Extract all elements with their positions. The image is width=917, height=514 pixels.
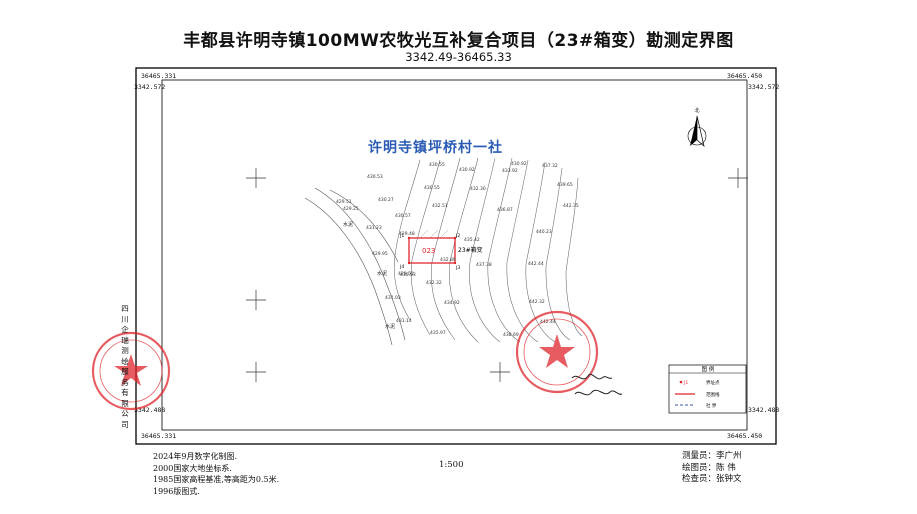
elevation-14: 437.32 [542,163,558,169]
elevation-13: 433.92 [502,168,518,174]
elevation-33: 442.44 [540,319,556,325]
coord-top-left-y: 3342.572 [134,83,166,91]
legend-item-range: 范围线 [706,391,720,398]
coord-bottom-left-y: 3342.488 [134,406,166,414]
company-stamp-icon [91,331,171,411]
elevation-17: 442.35 [563,203,579,209]
elevation-20: 432.89 [440,257,456,263]
elevation-24: 429.53 [398,271,414,277]
map-sheet-number: 3342.49-36465.33 [405,50,512,64]
corner-label-j2: J2 [455,233,460,239]
elevation-30: 431.14 [396,318,412,324]
coord-bottom-right-x: 36465.450 [727,432,763,440]
parcel-corners [407,236,457,265]
terrain-label-3: 水泥 [385,323,395,330]
contour-lines [394,157,583,343]
coord-bottom-right-y: 3342.488 [748,406,780,414]
inner-frame [161,79,748,431]
north-label: 北 [694,107,699,114]
credit-label: 测量员： [682,451,717,461]
elevation-18: 435.42 [464,237,480,243]
terrain-label-1: 水泥 [343,221,353,228]
elevation-3: 429.25 [343,206,359,212]
map-notes: 2024年9月数字化制图. 2000国家大地坐标系. 1985国家高程基准,等高… [153,451,279,497]
legend-item-boundary: 社 界 [706,402,717,409]
elevation-23: 429.95 [372,251,388,257]
elevation-4: 430.27 [378,197,394,203]
note-line: 1985国家高程基准,等高距为0.5米. [153,475,280,484]
corner-label-j4: J4 [399,264,404,270]
credit-value: 李广州 [716,451,742,461]
elevation-26: 431.03 [385,295,401,301]
north-arrow-icon [687,115,707,147]
credit-value: 陈 伟 [716,462,736,473]
elevation-2: 429.51 [336,199,352,205]
legend-title: 图 例 [702,365,715,373]
elevation-22: 442.44 [528,261,544,267]
coord-top-right-y: 3342.572 [748,83,780,91]
elevation-10: 431.23 [366,225,382,231]
elevation-19: 440.23 [536,229,552,235]
note-line: 2024年9月数字化制图. [153,452,237,461]
elevation-labels: 430.55 430.53 429.51 429.25 430.27 429.4… [336,161,579,338]
elevation-5: 429.48 [399,231,415,237]
elevation-31: 435.97 [430,330,446,336]
elevation-21: 437.38 [476,262,492,268]
credit-label: 绘图员： [682,462,717,473]
outer-frame [135,67,777,445]
elevation-28: 434.92 [444,300,460,306]
elevation-8: 432.51 [432,203,448,209]
parcel-boundary [408,237,456,264]
elevation-0: 430.55 [429,162,445,168]
elevation-6: 430.92 [459,167,475,173]
map-title: 丰都县许明寺镇100MW农牧光互补复合项目（23#箱变）勘测定界图 [183,31,734,51]
legend-point-label: J1 [683,380,688,386]
elevation-1: 430.53 [367,174,383,180]
credit-checker: 检查员：张钟文 [682,474,742,486]
elevation-15: 439.65 [557,182,573,188]
credit-surveyor: 测量员：李广州 [682,451,742,463]
signature-drawing [571,373,623,396]
elevation-16: 436.87 [497,207,513,213]
elevation-27: 432.32 [426,280,442,286]
elevation-32: 438.69 [503,332,519,338]
legend-box [668,364,747,414]
village-label: 许明寺镇坪桥村一社 [368,140,503,156]
credit-drafter: 绘图员：陈 伟 [682,463,742,475]
elevation-29: 442.32 [529,299,545,305]
elevation-25: 430.53 [400,272,416,278]
credit-label: 检查员： [682,474,717,484]
parcel-id: 023 [422,247,435,255]
credits-block: 测量员：李广州 绘图员：陈 伟 检查员：张钟文 [682,451,742,486]
elevation-9: 430.57 [395,213,411,219]
corner-label-j1: J1 [399,233,404,239]
grid-crosses [246,168,748,382]
note-line: 1996版图式. [153,486,200,496]
org-name-vertical: 四川企瑞测绘服务有限公司 [121,304,129,429]
road-lines [304,187,406,346]
note-line: 2000国家大地坐标系. [153,463,232,473]
elevation-12: 432.30 [470,186,486,192]
coord-top-left-x: 36465.331 [141,72,177,80]
coord-top-right-x: 36465.450 [727,72,763,80]
official-stamp-icon [515,310,599,394]
corner-label-j3: J3 [455,265,460,271]
credit-value: 张钟文 [716,474,742,484]
terrain-label-2: 水泥 [377,270,387,277]
coord-bottom-left-x: 36465.331 [141,432,177,440]
hatch [419,229,449,239]
map-scale: 1:500 [439,460,464,470]
elevation-11: 430.92 [511,161,527,167]
legend-item-point: 界址点 [706,379,720,386]
elevation-7: 430.55 [424,185,440,191]
parcel-name: 23#箱变 [458,246,483,254]
